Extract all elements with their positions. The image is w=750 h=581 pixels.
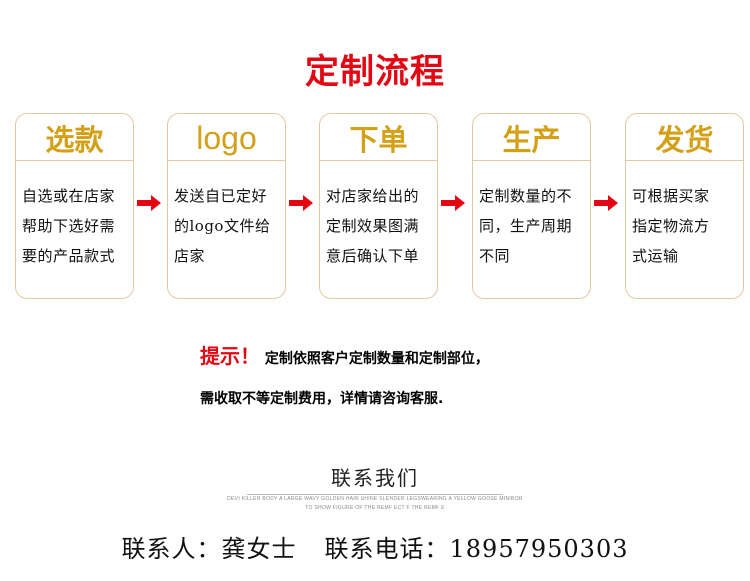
contact-person: 联系人：龚女士: [121, 535, 297, 563]
page-title: 定制流程: [305, 52, 445, 92]
decorative-caption: TO SHOW FIGURE OF THE REMF ECT F THE REM…: [305, 505, 445, 511]
step-line: 发送自已定好: [174, 187, 268, 205]
tip-line-1: 提示！ 定制依照客户定制数量和定制部位，: [200, 346, 489, 369]
step-title: 下单: [320, 114, 437, 161]
step-card-logo: logo 发送自已定好 的logo文件给 店家: [167, 113, 286, 299]
step-line: 自选或在店家: [22, 187, 116, 205]
step-card-select: 选款 自选或在店家 帮助下选好需 要的产品款式: [15, 113, 134, 299]
step-description: 自选或在店家 帮助下选好需 要的产品款式: [16, 161, 133, 271]
step-line: 式运输: [632, 247, 679, 265]
arrow-right-icon: [137, 195, 161, 211]
step-line: 指定物流方: [632, 217, 710, 235]
step-card-shipping: 发货 可根据买家 指定物流方 式运输: [625, 113, 744, 299]
step-line: 意后确认下单: [326, 247, 420, 265]
step-description: 发送自已定好 的logo文件给 店家: [168, 161, 285, 271]
tip-label: 提示！: [200, 344, 260, 368]
step-line: 店家: [174, 247, 206, 265]
contact-phone: 联系电话：18957950303: [324, 535, 629, 563]
step-title: 生产: [473, 114, 590, 161]
step-line: 不同: [479, 247, 511, 265]
decorative-caption: DEVI KILLER BODY A LARGE WAVY GOLDEN HAI…: [227, 496, 523, 502]
step-line: 对店家给出的: [326, 187, 420, 205]
step-card-order: 下单 对店家给出的 定制效果图满 意后确认下单: [319, 113, 438, 299]
step-description: 可根据买家 指定物流方 式运输: [626, 161, 743, 271]
contact-info: 联系人：龚女士联系电话：18957950303: [0, 529, 750, 564]
step-line: 可根据买家: [632, 187, 710, 205]
step-line: 帮助下选好需: [22, 217, 116, 235]
arrow-right-icon: [289, 195, 313, 211]
arrow-right-icon: [594, 195, 618, 211]
step-line: 的logo文件给: [174, 217, 271, 235]
divider: [247, 494, 503, 495]
step-line: 同，生产周期: [479, 217, 573, 235]
step-title: 发货: [626, 114, 743, 161]
step-description: 对店家给出的 定制效果图满 意后确认下单: [320, 161, 437, 271]
tip-text: 定制依照客户定制数量和定制部位，: [264, 351, 489, 367]
step-description: 定制数量的不 同，生产周期 不同: [473, 161, 590, 271]
step-line: 定制效果图满: [326, 217, 420, 235]
step-title: logo: [168, 114, 285, 161]
contact-heading: 联系我们: [331, 466, 419, 490]
step-line: 定制数量的不: [479, 187, 573, 205]
tip-line-2: 需收取不等定制费用，详情请咨询客服.: [200, 391, 444, 407]
step-title: 选款: [16, 114, 133, 161]
arrow-right-icon: [441, 195, 465, 211]
step-line: 要的产品款式: [22, 247, 116, 265]
step-card-production: 生产 定制数量的不 同，生产周期 不同: [472, 113, 591, 299]
